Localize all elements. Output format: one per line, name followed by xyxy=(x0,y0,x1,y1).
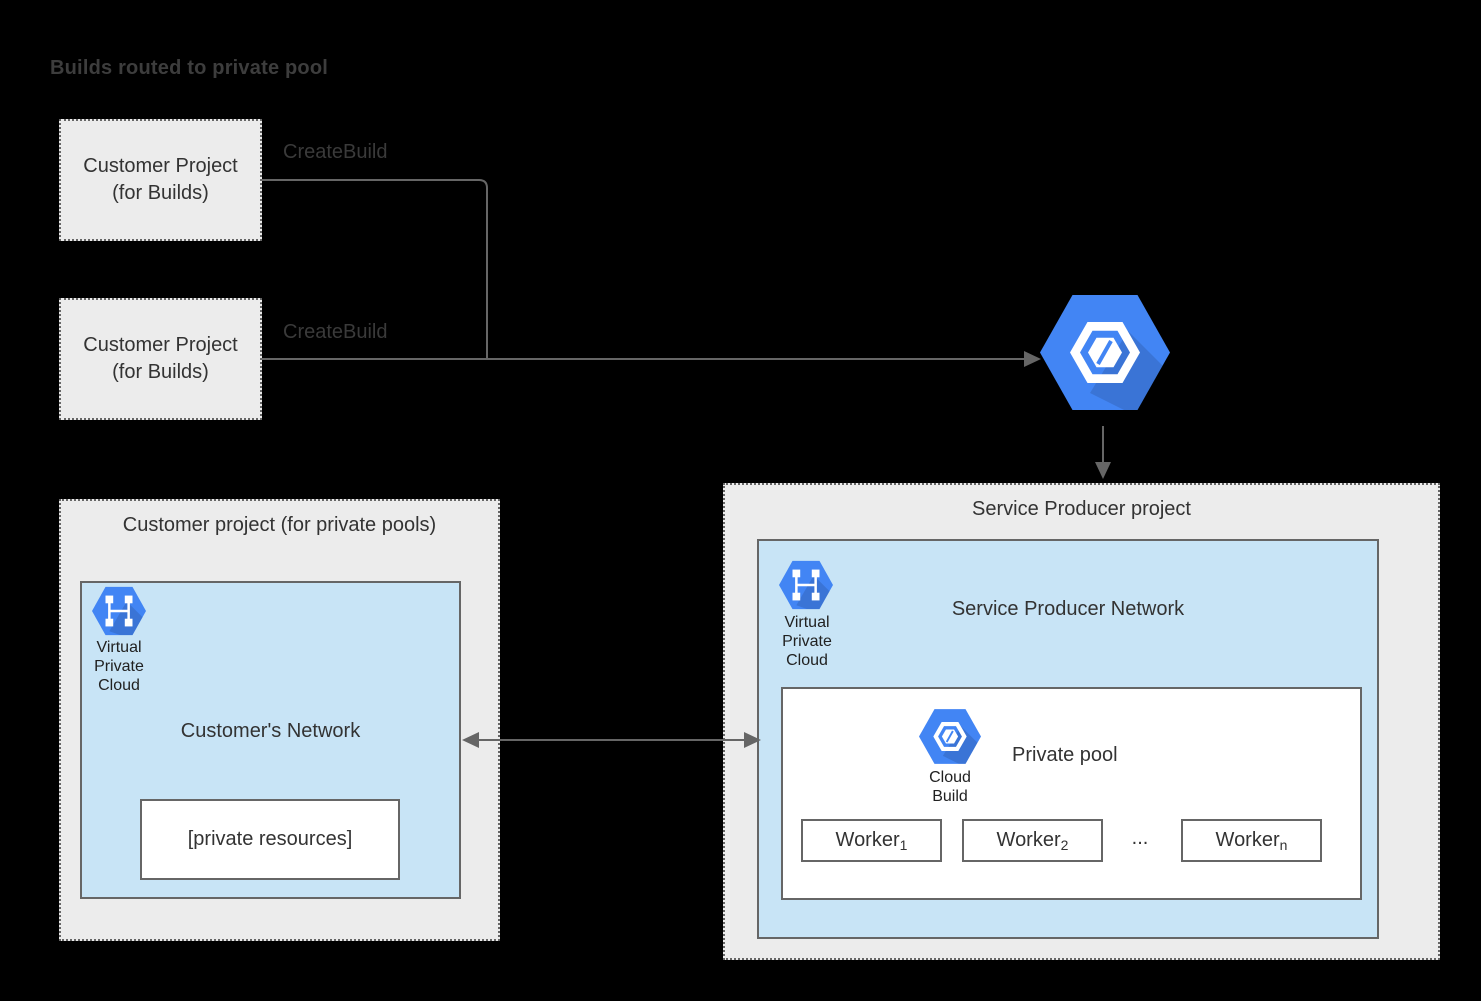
cloud-build-icon xyxy=(1040,295,1170,410)
service-vpc-caption-line2: Private xyxy=(782,633,832,650)
private-pool-box xyxy=(781,687,1362,900)
virtual-private-cloud-icon xyxy=(779,560,833,610)
worker-box-2: Worker2 xyxy=(962,819,1103,862)
workers-ellipsis: ... xyxy=(1131,827,1149,849)
worker-box-n: Workern xyxy=(1181,819,1322,862)
customer-network-title: Customer's Network xyxy=(180,720,361,742)
customer-vpc-caption-line1: Virtual xyxy=(96,639,142,656)
private-resources-box: [private resources] xyxy=(140,799,400,880)
customer-build-project-1-line1: Customer Project xyxy=(83,155,238,177)
service-vpc-caption-line3: Cloud xyxy=(786,652,828,669)
customer-vpc-caption: Virtual Private Cloud xyxy=(78,638,160,695)
customer-build-project-1-line2: (for Builds) xyxy=(112,182,209,204)
cloud-build-caption-line1: Cloud xyxy=(929,769,971,786)
diagram-title: Builds routed to private pool xyxy=(50,57,329,79)
service-producer-network-title: Service Producer Network xyxy=(951,598,1185,620)
worker-1-label: Worker1 xyxy=(835,829,908,853)
worker-2-label: Worker2 xyxy=(996,829,1069,853)
customer-vpc-caption-line2: Private xyxy=(94,658,144,675)
worker-n-label: Workern xyxy=(1215,829,1288,853)
virtual-private-cloud-icon xyxy=(92,586,146,636)
cloud-build-caption-line2: Build xyxy=(932,788,968,805)
service-producer-project-title: Service Producer project xyxy=(972,498,1191,520)
cloud-build-caption: Cloud Build xyxy=(910,768,990,806)
createbuild-label-2: CreateBuild xyxy=(283,321,388,343)
customer-build-project-box-2: Customer Project (for Builds) xyxy=(59,298,262,420)
customer-build-project-box-1: Customer Project (for Builds) xyxy=(59,119,262,241)
customer-build-project-2-line2: (for Builds) xyxy=(112,361,209,383)
private-resources-label: [private resources] xyxy=(187,828,353,850)
arrowhead-to-cloud-build xyxy=(1024,351,1041,367)
customer-build-project-2-line1: Customer Project xyxy=(83,334,238,356)
customer-pool-project-title: Customer project (for private pools) xyxy=(122,514,437,536)
worker-box-1: Worker1 xyxy=(801,819,942,862)
cloud-build-icon xyxy=(919,709,981,764)
service-vpc-caption-line1: Virtual xyxy=(784,614,830,631)
createbuild-label-1: CreateBuild xyxy=(283,141,388,163)
service-vpc-caption: Virtual Private Cloud xyxy=(766,613,848,670)
private-pool-title: Private pool xyxy=(1012,744,1118,766)
customer-vpc-caption-line3: Cloud xyxy=(98,677,140,694)
arrowhead-down xyxy=(1095,462,1111,479)
